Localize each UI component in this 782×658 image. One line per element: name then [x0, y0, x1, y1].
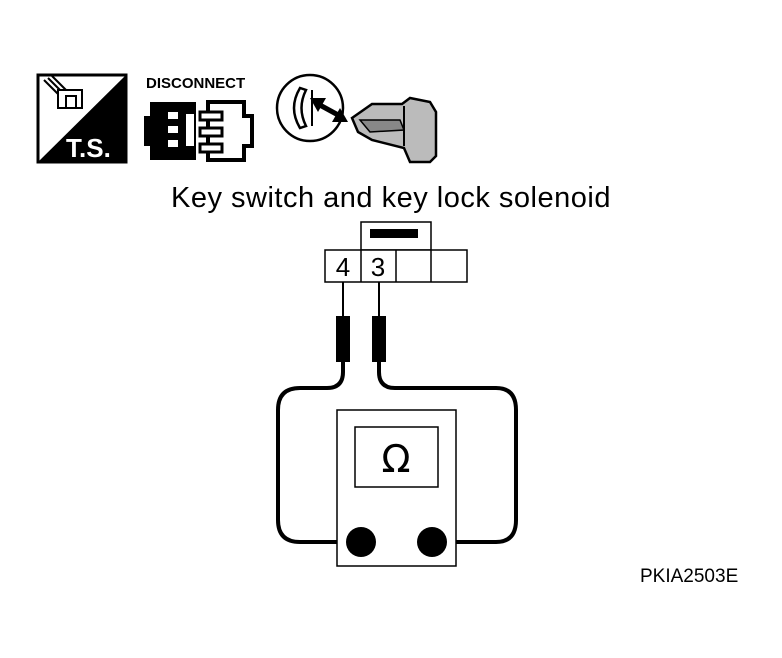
ohm-symbol: Ω	[381, 437, 410, 481]
pin-label: 4	[336, 252, 350, 282]
pin-label: 3	[371, 252, 385, 282]
ts-label: T.S.	[66, 133, 111, 163]
connector: 4 3	[324, 221, 468, 283]
meter-terminal-left	[346, 527, 376, 557]
connector-latch	[370, 229, 418, 238]
diagram-title: Key switch and key lock solenoid	[171, 182, 611, 214]
test-lead-left	[276, 362, 361, 544]
test-probe-left	[336, 282, 350, 362]
ts-icon: T.S.	[36, 73, 128, 164]
key-removed-icon	[275, 73, 438, 164]
ohmmeter: Ω	[336, 409, 457, 567]
test-lead-right	[377, 362, 518, 544]
meter-display	[354, 426, 439, 488]
meter-terminal-right	[417, 527, 447, 557]
figure-code: PKIA2503E	[640, 566, 739, 587]
connector-disconnect-icon: DISCONNECT	[144, 75, 254, 162]
test-probe-right	[372, 282, 386, 362]
disconnect-label: DISCONNECT	[146, 75, 245, 92]
